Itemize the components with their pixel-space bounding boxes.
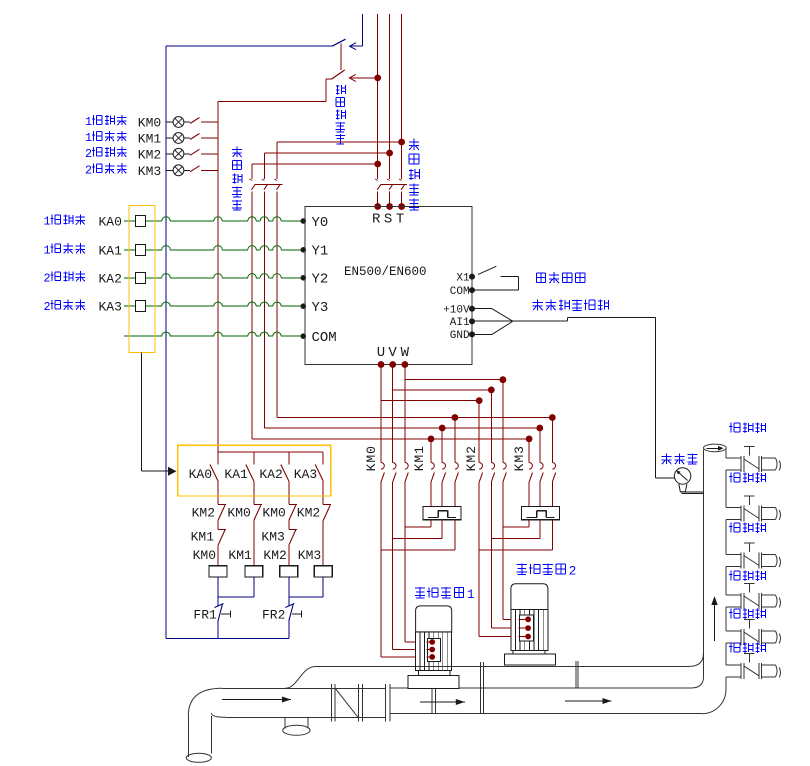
svg-text:2: 2 xyxy=(85,164,92,178)
svg-text:3: 3 xyxy=(512,446,527,454)
svg-text:2: 2 xyxy=(85,147,92,161)
svg-text:FR1: FR1 xyxy=(193,608,217,623)
svg-text:KM1: KM1 xyxy=(191,530,215,545)
svg-text:KA3: KA3 xyxy=(99,300,122,315)
svg-text:1: 1 xyxy=(85,115,92,129)
svg-text:KM2: KM2 xyxy=(263,548,286,563)
svg-text:FR2: FR2 xyxy=(262,608,285,623)
svg-text:M: M xyxy=(364,455,379,463)
svg-text:2: 2 xyxy=(569,565,577,579)
svg-text:0: 0 xyxy=(364,446,379,454)
svg-text:Y2: Y2 xyxy=(312,272,329,288)
svg-text:V: V xyxy=(388,345,397,361)
svg-text:Y0: Y0 xyxy=(312,215,329,231)
svg-text:1: 1 xyxy=(44,244,51,258)
svg-text:KM2: KM2 xyxy=(192,506,215,521)
svg-text:K: K xyxy=(464,463,479,471)
svg-text:T: T xyxy=(396,212,404,228)
svg-text:+10V: +10V xyxy=(443,305,470,317)
svg-text:K: K xyxy=(412,463,427,471)
svg-text:AI1: AI1 xyxy=(450,317,470,329)
svg-text:KM2: KM2 xyxy=(297,506,320,521)
svg-text:KM0: KM0 xyxy=(138,116,161,131)
svg-text:Y1: Y1 xyxy=(312,244,329,260)
svg-text:KA2: KA2 xyxy=(99,271,122,286)
svg-text:KA1: KA1 xyxy=(224,467,248,482)
svg-text:KM0: KM0 xyxy=(227,506,250,521)
svg-text:2: 2 xyxy=(44,272,51,286)
svg-text:S: S xyxy=(384,212,392,228)
svg-text:M: M xyxy=(412,455,427,463)
svg-text:KA2: KA2 xyxy=(259,467,282,482)
svg-text:M: M xyxy=(464,455,479,463)
svg-text:KA0: KA0 xyxy=(189,467,212,482)
svg-text:K: K xyxy=(512,463,527,471)
svg-text:W: W xyxy=(401,345,410,361)
svg-text:KM0: KM0 xyxy=(262,506,285,521)
svg-text:COM: COM xyxy=(450,286,470,298)
svg-text:2: 2 xyxy=(44,300,51,314)
svg-text:U: U xyxy=(377,345,385,361)
svg-text:1: 1 xyxy=(467,588,475,602)
svg-text:EN500/EN600: EN500/EN600 xyxy=(344,265,427,279)
svg-text:KA3: KA3 xyxy=(294,467,317,482)
svg-text:COM: COM xyxy=(312,330,337,346)
svg-text:1: 1 xyxy=(44,215,51,229)
svg-text:Y3: Y3 xyxy=(312,300,329,316)
svg-text:KM3: KM3 xyxy=(261,530,284,545)
svg-text:1: 1 xyxy=(85,131,92,145)
svg-text:KA0: KA0 xyxy=(99,215,122,230)
svg-text:KM1: KM1 xyxy=(138,132,162,147)
svg-text:GND: GND xyxy=(450,330,470,342)
svg-text:2: 2 xyxy=(464,446,479,454)
svg-text:K: K xyxy=(364,463,379,471)
svg-text:M: M xyxy=(512,455,527,463)
svg-text:R: R xyxy=(372,212,381,228)
svg-text:KM1: KM1 xyxy=(228,548,252,563)
svg-text:KM0: KM0 xyxy=(193,548,216,563)
svg-text:KM2: KM2 xyxy=(138,147,161,162)
svg-text:1: 1 xyxy=(412,446,427,454)
svg-text:KA1: KA1 xyxy=(99,243,123,258)
svg-text:X1: X1 xyxy=(456,272,470,284)
svg-text:KM3: KM3 xyxy=(298,548,321,563)
svg-text:KM3: KM3 xyxy=(138,164,161,179)
